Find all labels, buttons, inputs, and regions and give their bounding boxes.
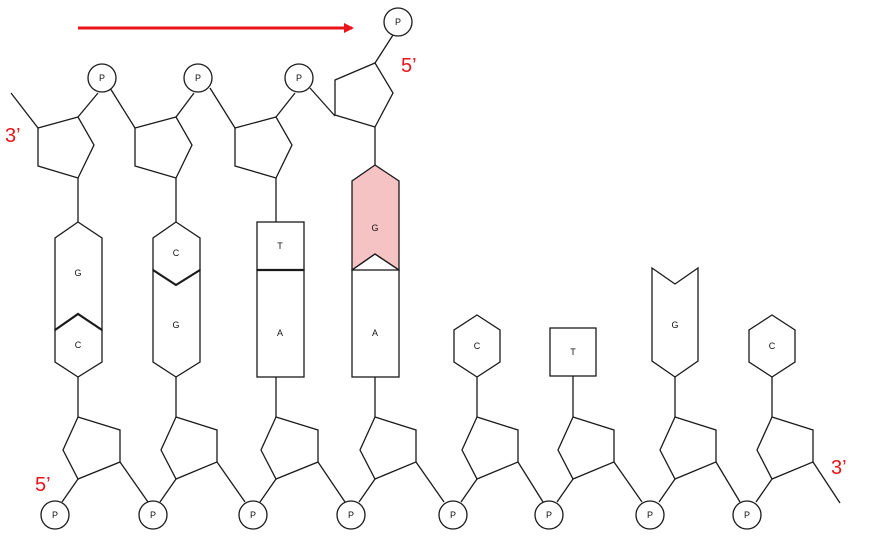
svg-text:P: P [99, 73, 105, 83]
top-right-end-label: 5’ [401, 55, 417, 77]
bottom-phosphate-6: P [534, 500, 564, 530]
base-pair-1: G C [54, 221, 103, 378]
top-phosphate-2: P [183, 63, 213, 93]
base-label: G [74, 268, 81, 278]
base-label: C [474, 341, 481, 351]
top-nucleotide-1 [37, 87, 136, 222]
svg-text:P: P [395, 17, 401, 27]
base-pair-2: C G [152, 221, 201, 378]
bottom-phosphate-3: P [238, 500, 268, 530]
top-nucleotide-4 [334, 34, 394, 165]
base-label: T [277, 241, 283, 251]
base-label: C [173, 248, 180, 258]
bottom-phosphate-7: P [635, 500, 665, 530]
sugar [659, 416, 717, 480]
svg-text:P: P [296, 73, 302, 83]
bottom-phosphate-2: P [138, 500, 168, 530]
svg-text:P: P [195, 73, 201, 83]
base-g-7 [651, 266, 699, 378]
sugar [461, 416, 519, 480]
svg-text:P: P [150, 510, 156, 520]
base-label: A [277, 328, 283, 338]
base-t-6 [549, 327, 597, 377]
unpaired-base-7: G [651, 266, 699, 378]
sugar [234, 116, 293, 179]
sugar [62, 416, 121, 480]
bottom-phosphate-4: P [336, 500, 366, 530]
sugar [260, 416, 319, 480]
sugar [756, 416, 814, 480]
top-phosphate-1: P [87, 63, 117, 93]
base-pair-4: G A [351, 164, 400, 378]
bottom-phosphate-5: P [438, 500, 468, 530]
top-nucleotide-2 [134, 87, 236, 222]
sugar [37, 116, 95, 179]
base-label: G [671, 320, 678, 330]
sugar [160, 416, 218, 480]
base-a-bottom-3 [256, 269, 305, 378]
svg-text:P: P [647, 510, 653, 520]
sugar [134, 116, 193, 179]
svg-text:P: P [348, 510, 354, 520]
unpaired-base-5: C [453, 314, 501, 378]
bottom-phosphate-8: P [732, 500, 762, 530]
bottom-left-end-label: 5’ [35, 474, 51, 496]
top-nucleotide-3 [234, 87, 336, 222]
top-phosphate-3: P [284, 63, 314, 93]
base-pair-3: T A [256, 221, 305, 378]
base-label: C [769, 341, 776, 351]
base-label: T [570, 347, 576, 357]
svg-text:P: P [450, 510, 456, 520]
svg-text:P: P [546, 510, 552, 520]
svg-text:P: P [52, 510, 58, 520]
base-label: G [172, 320, 179, 330]
top-left-end-label: 3’ [5, 125, 21, 147]
bottom-phosphate-1: P [40, 500, 70, 530]
unpaired-base-8: C [748, 314, 796, 378]
top-phosphate-4: P [383, 7, 413, 37]
bottom-backbone [61, 376, 841, 504]
sugar [359, 416, 417, 480]
sugar [334, 62, 394, 128]
unpaired-base-6: T [549, 327, 597, 377]
base-label: A [372, 328, 378, 338]
base-label: C [75, 340, 82, 350]
base-a-bottom-4 [351, 269, 400, 378]
base-label: G [371, 223, 378, 233]
sugar [557, 416, 615, 480]
svg-text:P: P [250, 510, 256, 520]
svg-text:P: P [744, 510, 750, 520]
base-t-top-3 [256, 221, 305, 271]
bottom-right-end-label: 3’ [831, 457, 847, 479]
